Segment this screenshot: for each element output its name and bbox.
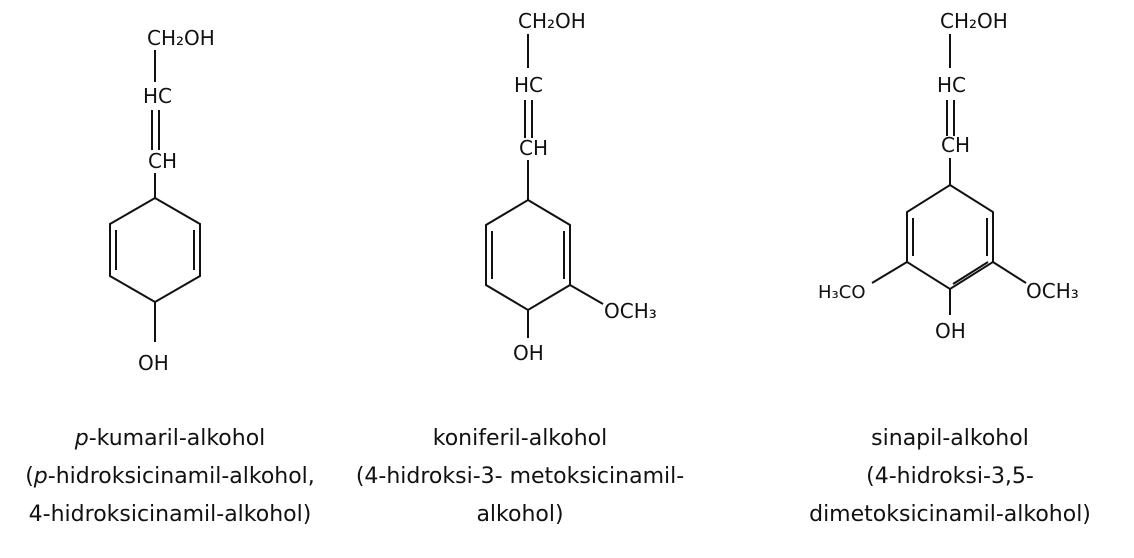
ch-label: CH	[941, 133, 970, 157]
hc-label: HC	[937, 73, 966, 97]
caption-line-1: koniferil-alkohol	[432, 426, 608, 451]
hc-label: HC	[514, 73, 543, 97]
molecule-koniferil: CH₂OH HC CH OCH₃ OH	[485, 9, 657, 365]
caption-text: -kumaril-alkohol	[88, 426, 266, 451]
ch2oh-label: CH₂OH	[518, 9, 586, 33]
och3-label: OCH₃	[1026, 279, 1079, 303]
caption-p-kumaril: p-kumaril-alkohol (p-hidroksicinamil-alk…	[0, 420, 350, 534]
h3co-label: H₃CO	[818, 282, 866, 303]
ch2oh-label: CH₂OH	[940, 9, 1008, 33]
italic-prefix: p	[33, 464, 48, 489]
ring-double-bond	[952, 261, 989, 285]
caption-line-2: (4-hidroksi-3,5-	[866, 464, 1034, 489]
hc-label: HC	[143, 84, 172, 108]
caption-line-2: (4-hidroksi-3- metoksicinamil-	[355, 464, 685, 489]
molecule-p-kumaril: CH₂OH HC CH OH	[109, 26, 215, 375]
benzene-ring	[906, 183, 994, 291]
caption-line-1: p-kumaril-alkohol	[0, 420, 350, 458]
ch-label: CH	[519, 136, 548, 160]
caption-line-3: alkohol)	[476, 502, 564, 527]
single-bond	[992, 261, 1027, 284]
caption-line-2: (p-hidroksicinamil-alkohol,	[0, 458, 350, 496]
single-bond	[871, 261, 908, 284]
single-bond	[569, 284, 604, 305]
oh-label: OH	[138, 351, 169, 375]
och3-label: OCH₃	[604, 299, 657, 323]
caption-line-3: dimetoksicinamil-alkohol)	[809, 502, 1091, 527]
structures-svg: CH₂OH HC CH OH CH₂OH HC CH OCH	[109, 9, 1079, 375]
caption-text: (	[25, 464, 34, 489]
italic-prefix: p	[74, 426, 89, 451]
caption-koniferil: koniferil-alkohol (4-hidroksi-3- metoksi…	[340, 420, 700, 534]
oh-label: OH	[935, 319, 966, 343]
ch2oh-label: CH₂OH	[147, 26, 215, 50]
oh-label: OH	[513, 341, 544, 365]
caption-sinapil: sinapil-alkohol (4-hidroksi-3,5- dimetok…	[770, 420, 1130, 534]
molecule-sinapil: CH₂OH HC CH H₃CO OCH₃ OH	[818, 9, 1079, 343]
ch-label: CH	[148, 149, 177, 173]
benzene-ring	[485, 198, 571, 312]
caption-line-3: 4-hidroksicinamil-alkohol)	[28, 502, 312, 527]
benzene-ring	[109, 196, 201, 304]
caption-text: -hidroksicinamil-alkohol,	[47, 464, 315, 489]
caption-line-1: sinapil-alkohol	[871, 426, 1029, 451]
